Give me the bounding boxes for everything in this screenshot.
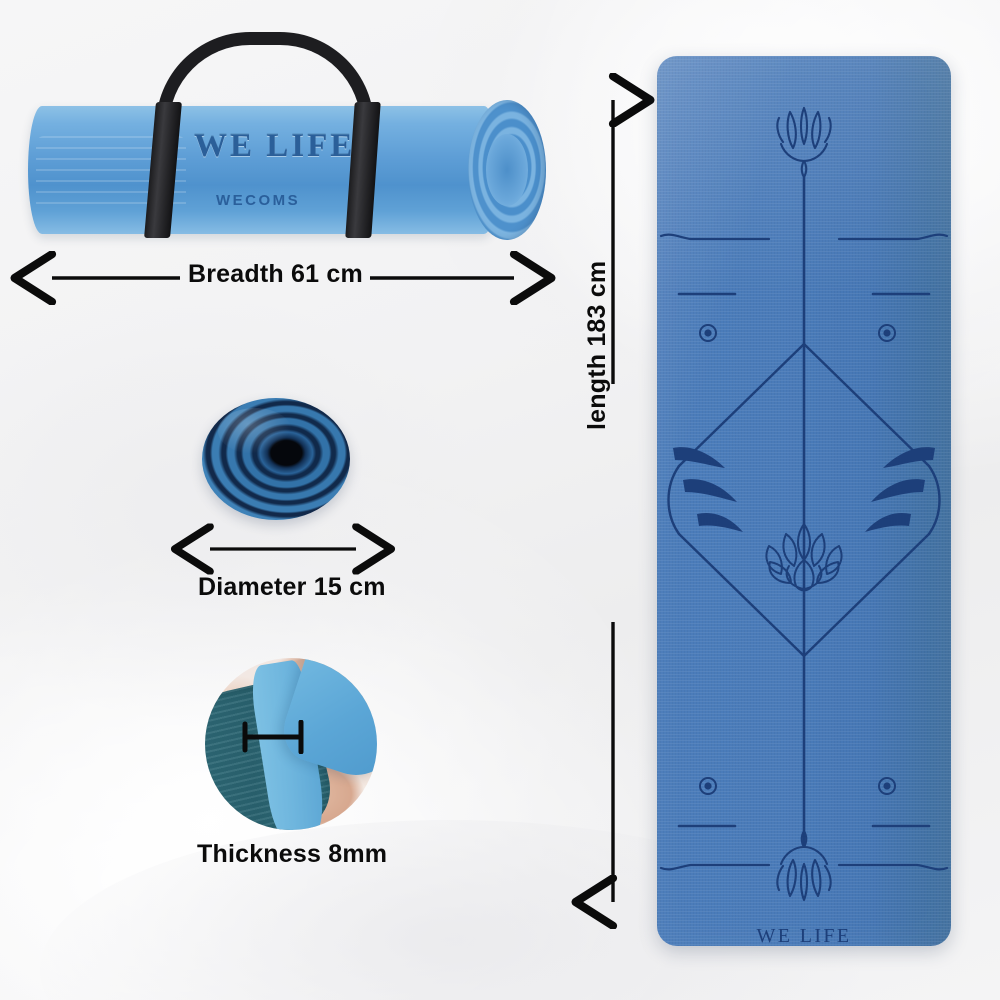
breadth-dimension-arrow	[40, 258, 530, 298]
diamond-upper-diagonals	[677, 342, 931, 468]
mat-alignment-artwork: WE LIFE WECOMS	[659, 106, 949, 946]
rolled-mat-brand-sublogo: WECOMS	[216, 192, 301, 209]
breadth-dimension-label: Breadth 61 cm	[188, 260, 363, 288]
coiled-yoga-mat-figure	[196, 398, 356, 522]
rolled-mat-end-cap	[486, 134, 528, 206]
thickness-detail-figure	[205, 658, 377, 830]
carry-strap-handle	[156, 32, 374, 126]
rolled-yoga-mat-figure: WE LIFE WECOMS	[28, 32, 546, 248]
diamond-lower-diagonals	[677, 532, 931, 658]
trident-bottom-icon	[776, 829, 832, 902]
thickness-caliper-icon	[242, 720, 304, 754]
lower-alignment-dots	[699, 777, 896, 795]
diameter-dimension-arrow	[198, 532, 368, 566]
thickness-dimension-label: Thickness 8mm	[197, 840, 388, 868]
lower-horizontal-guides	[659, 863, 949, 871]
wing-marks-right	[865, 447, 935, 532]
rolled-mat-brand-name: WE LIFE	[194, 128, 356, 164]
mat-brand-name: WE LIFE	[756, 925, 851, 946]
diamond-side-curves	[667, 464, 941, 536]
thickness-photo-circle	[205, 658, 377, 830]
length-dimension-label: length 183 cm	[583, 260, 611, 430]
coiled-mat-spiral	[202, 398, 350, 520]
upper-alignment-dots	[699, 324, 896, 342]
wing-marks-left	[673, 447, 743, 532]
center-lotus-icon	[765, 523, 843, 592]
rolled-mat-body	[28, 106, 498, 234]
length-dimension-arrow	[596, 84, 630, 916]
trident-top-icon	[776, 106, 832, 179]
upper-horizontal-guides	[659, 233, 949, 241]
unrolled-yoga-mat: WE LIFE WECOMS	[657, 56, 951, 946]
coiled-mat-highlight	[218, 408, 292, 454]
diameter-dimension-label: Diameter 15 cm	[198, 573, 386, 601]
